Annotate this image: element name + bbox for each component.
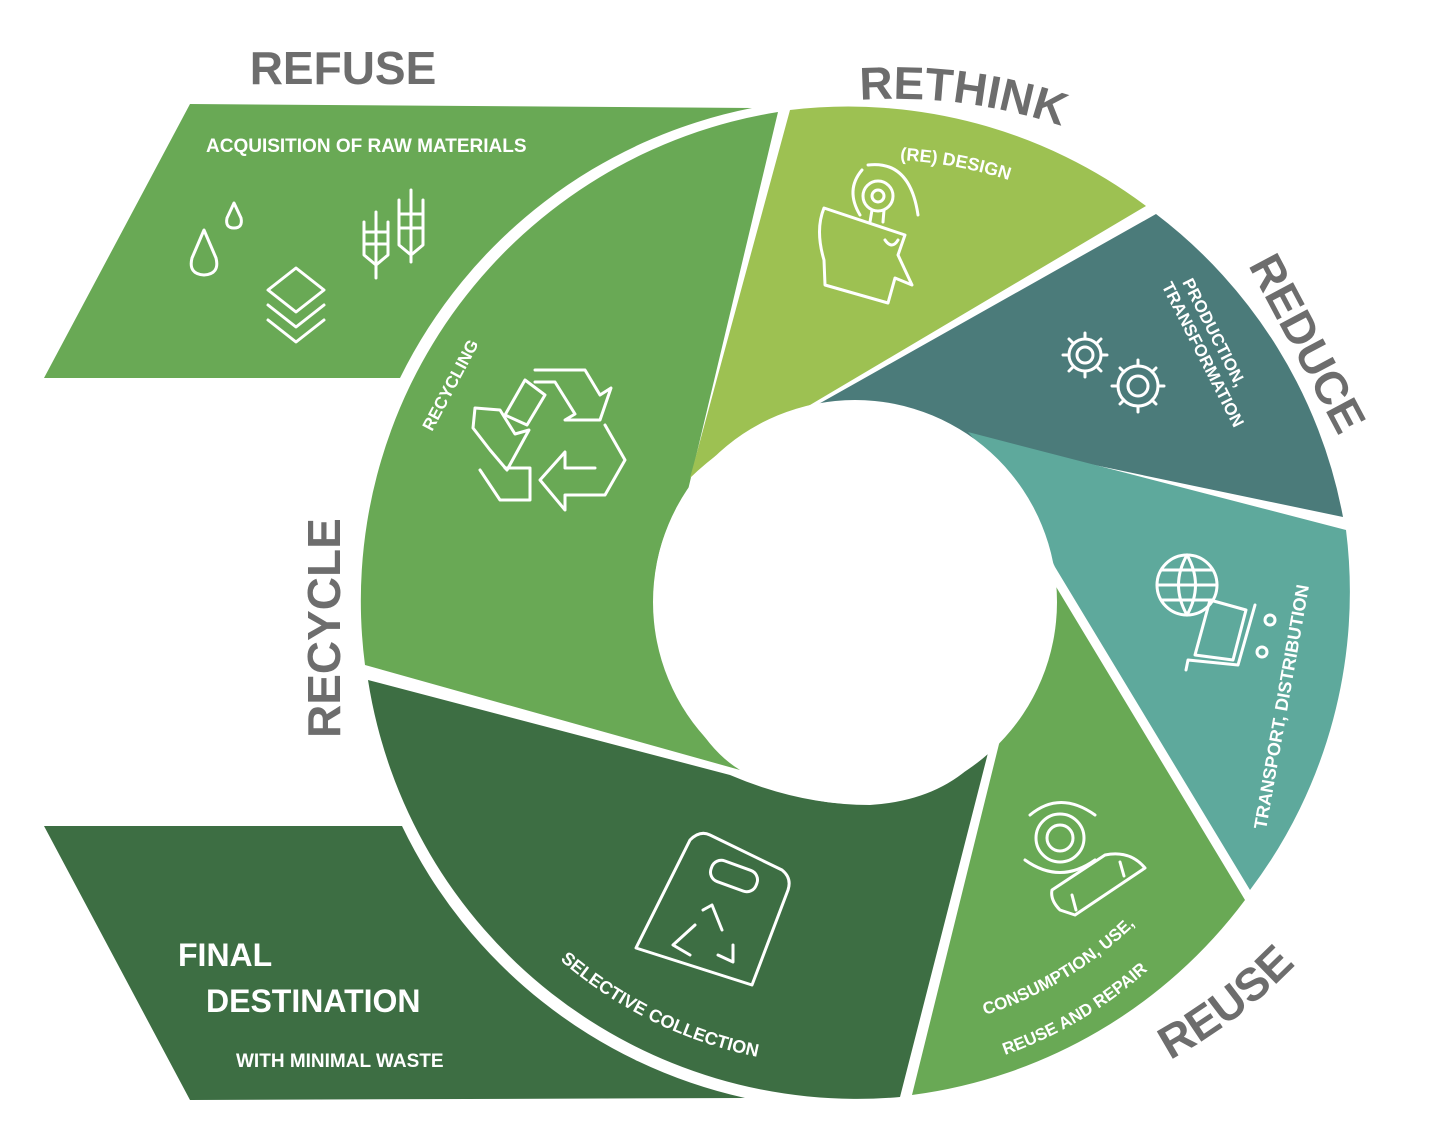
segment-rethink: [690, 106, 1146, 478]
stage-label-recycle: RECYCLE: [298, 518, 350, 738]
recycle-icon: [471, 368, 627, 512]
globe-cart-icon: [1155, 553, 1277, 672]
stage-label-refuse: REFUSE: [250, 42, 437, 94]
segment-final-destination: [44, 826, 745, 1100]
gears-icon: [1061, 331, 1166, 414]
final-destination-subtitle: WITH MINIMAL WASTE: [236, 1051, 444, 1072]
center-hole: [653, 400, 1057, 804]
segment-reduce: [815, 214, 1343, 517]
gear-hand-icon: [1023, 801, 1147, 917]
segment-transport: [968, 432, 1350, 890]
segment-selective-collection: [368, 680, 990, 1099]
segment-consumption: [912, 585, 1245, 1095]
final-destination-line2: DESTINATION: [206, 983, 421, 1019]
final-destination-line1: FINAL: [178, 937, 272, 973]
head-lightbulb-icon: [818, 163, 920, 305]
water-drops-icon: [189, 201, 243, 277]
recycle-bag-icon: [634, 831, 791, 987]
segment-recycling: [360, 112, 778, 770]
wheat-icon: [362, 188, 425, 280]
raw-materials-label: ACQUISITION OF RAW MATERIALS: [206, 136, 527, 157]
layers-icon: [266, 266, 326, 344]
